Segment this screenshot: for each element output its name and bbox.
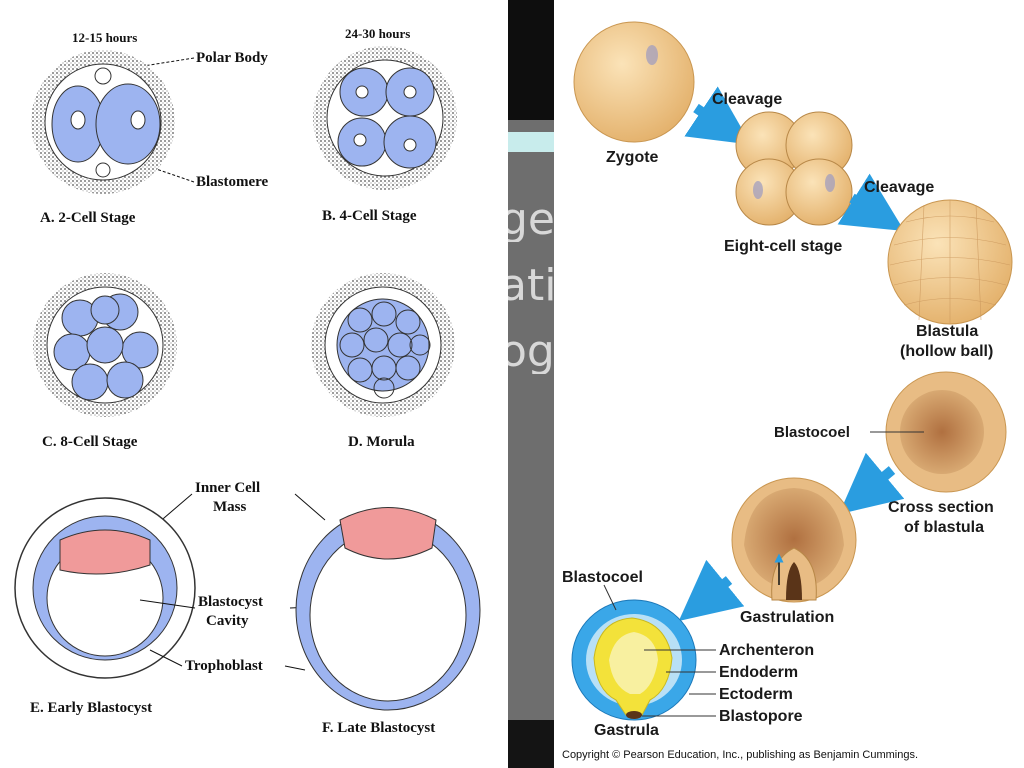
archenteron-label: Archenteron <box>719 642 814 659</box>
inner-cell-mass-label-line1: Inner Cell <box>195 480 260 496</box>
blastocoel-label-1: Blastocoel <box>774 424 850 441</box>
embryo-stages-figure: 12-15 hours 24-30 hours Polar Body Blast… <box>0 0 508 768</box>
blastocyst-cavity-label-line2: Cavity <box>206 613 249 629</box>
cross-section-label-line2: of blastula <box>904 519 984 536</box>
morula-stage <box>311 273 455 417</box>
eight-cell-label: Eight-cell stage <box>724 238 842 255</box>
early-blastocyst <box>14 497 196 679</box>
time-label-b: 24-30 hours <box>345 26 410 41</box>
slide-teal-bar <box>508 132 554 152</box>
blastocyst-cavity-label-line1: Blastocyst <box>198 594 263 610</box>
slide-title-fragment: og <box>500 330 554 374</box>
cleavage-label-2: Cleavage <box>864 179 934 196</box>
blastula-label: Blastula <box>916 323 978 340</box>
stage-a-label: A. 2-Cell Stage <box>40 210 136 226</box>
stage-f-label: F. Late Blastocyst <box>322 720 435 736</box>
slide-top-strip <box>508 0 554 120</box>
stage-c-label: C. 8-Cell Stage <box>42 434 138 450</box>
ectoderm-label: Ectoderm <box>719 686 793 703</box>
zygote <box>573 21 695 143</box>
arrow-to-gastrula <box>678 559 745 621</box>
hollow-ball-label: (hollow ball) <box>900 343 993 360</box>
gastrula <box>571 599 697 721</box>
gastrulation-label: Gastrulation <box>740 609 834 626</box>
arrow-cleavage-1 <box>684 86 751 145</box>
stage-b-label: B. 4-Cell Stage <box>322 208 417 224</box>
trophoblast-label: Trophoblast <box>185 658 263 674</box>
arrow-cleavage-2 <box>837 173 905 231</box>
copyright-notice: Copyright © Pearson Education, Inc., pub… <box>562 749 918 761</box>
arrow-to-gastrulation <box>838 452 905 515</box>
gastrula-label: Gastrula <box>594 722 659 739</box>
stage-e-label: E. Early Blastocyst <box>30 700 152 716</box>
inner-cell-mass-label-line2: Mass <box>213 499 246 515</box>
two-cell-stage <box>31 50 175 194</box>
zygote-label: Zygote <box>606 149 659 166</box>
late-blastocyst <box>295 507 481 711</box>
slide-title-fragment: ge <box>500 198 554 242</box>
cleavage-label-1: Cleavage <box>712 91 782 108</box>
cleavage-gastrulation-figure: Zygote Cleavage Eight-cell stage Cleavag… <box>554 0 1024 768</box>
slide-title-fragment: atio <box>500 264 554 308</box>
blastopore-label: Blastopore <box>719 708 803 725</box>
four-cell-stage <box>313 46 457 190</box>
time-label-a: 12-15 hours <box>72 30 137 45</box>
polar-body-label: Polar Body <box>196 50 268 66</box>
eight-cell-stage <box>33 273 177 417</box>
endoderm-label: Endoderm <box>719 664 798 681</box>
stage-d-label: D. Morula <box>348 434 415 450</box>
gastrulation-embryo <box>731 477 857 603</box>
cross-section-label-line1: Cross section <box>888 499 994 516</box>
blastomere-label: Blastomere <box>196 174 269 190</box>
slide-gray-panel <box>508 120 554 720</box>
eight-cell-stage-embryo <box>735 111 853 226</box>
blastocoel-label-2: Blastocoel <box>562 569 643 586</box>
